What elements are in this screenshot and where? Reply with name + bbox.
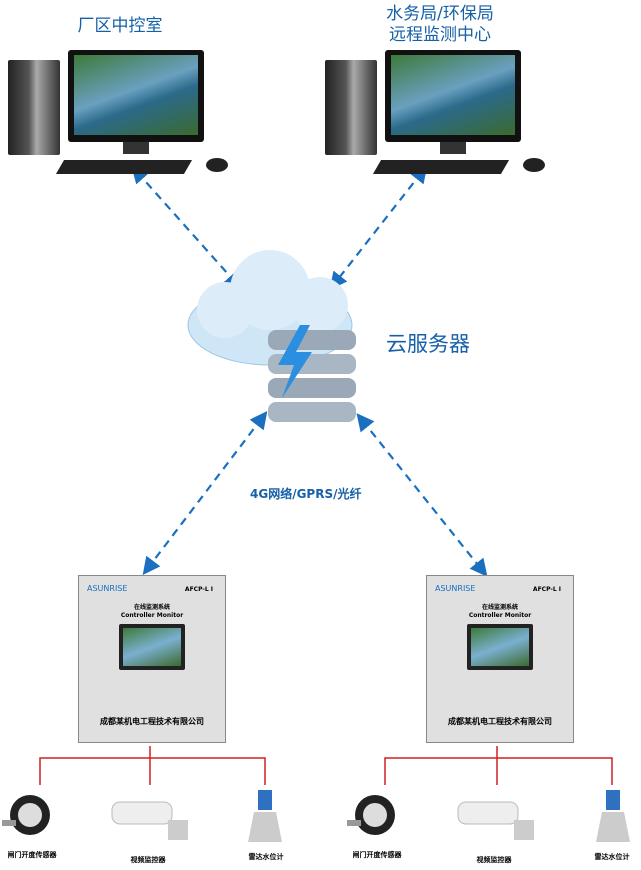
device-label-camera: 视频监控器 bbox=[130, 856, 166, 864]
device-label-encoder: 闸门开度传感器 bbox=[7, 851, 57, 859]
touch-screen bbox=[467, 624, 533, 670]
remote-center-title: 水务局/环保局 远程监测中心 bbox=[370, 4, 510, 46]
link-control-room bbox=[131, 165, 242, 290]
camera-icon bbox=[111, 801, 188, 840]
cabinet-model: AFCP-L I bbox=[184, 586, 213, 593]
wire-station-2 bbox=[384, 746, 613, 785]
cabinet-model: AFCP-L I bbox=[532, 586, 561, 593]
cabinet-company: 成都某机电工程技术有限公司 bbox=[448, 717, 552, 726]
encoder-icon bbox=[347, 795, 395, 835]
device-label-encoder: 闸门开度传感器 bbox=[352, 851, 402, 859]
computer-control-room bbox=[8, 50, 233, 175]
cabinet-system: 在线监测系统 bbox=[133, 604, 170, 611]
remote-center-line2: 远程监测中心 bbox=[389, 25, 491, 45]
link-remote-center bbox=[329, 165, 428, 290]
link-station-1 bbox=[142, 410, 268, 576]
link-station-2 bbox=[356, 413, 488, 577]
cloud-server-label: 云服务器 bbox=[386, 332, 470, 356]
encoder-icon bbox=[2, 795, 50, 835]
device-label-radar: 雷达水位计 bbox=[248, 853, 284, 861]
wire-station-1 bbox=[39, 746, 266, 785]
device-label-camera: 视频监控器 bbox=[476, 856, 512, 864]
cabinet-company: 成都某机电工程技术有限公司 bbox=[100, 717, 204, 726]
network-label: 4G网络/GPRS/光纤 bbox=[250, 487, 362, 501]
cabinet-system-en: Controller Monitor bbox=[120, 612, 184, 619]
control-room-title: 厂区中控室 bbox=[77, 16, 163, 36]
computer-remote-center bbox=[325, 50, 550, 175]
cabinet-logo: ASUNRISE bbox=[87, 584, 128, 593]
cabinet-system: 在线监测系统 bbox=[481, 604, 518, 611]
cabinet-system-en: Controller Monitor bbox=[468, 612, 532, 619]
touch-screen bbox=[119, 624, 185, 670]
radar-level-icon bbox=[596, 790, 630, 842]
server-icon bbox=[268, 325, 356, 422]
camera-icon bbox=[457, 801, 534, 840]
remote-center-line1: 水务局/环保局 bbox=[386, 4, 494, 24]
cabinet-logo: ASUNRISE bbox=[435, 584, 476, 593]
radar-level-icon bbox=[248, 790, 282, 842]
device-label-radar: 雷达水位计 bbox=[594, 853, 630, 861]
